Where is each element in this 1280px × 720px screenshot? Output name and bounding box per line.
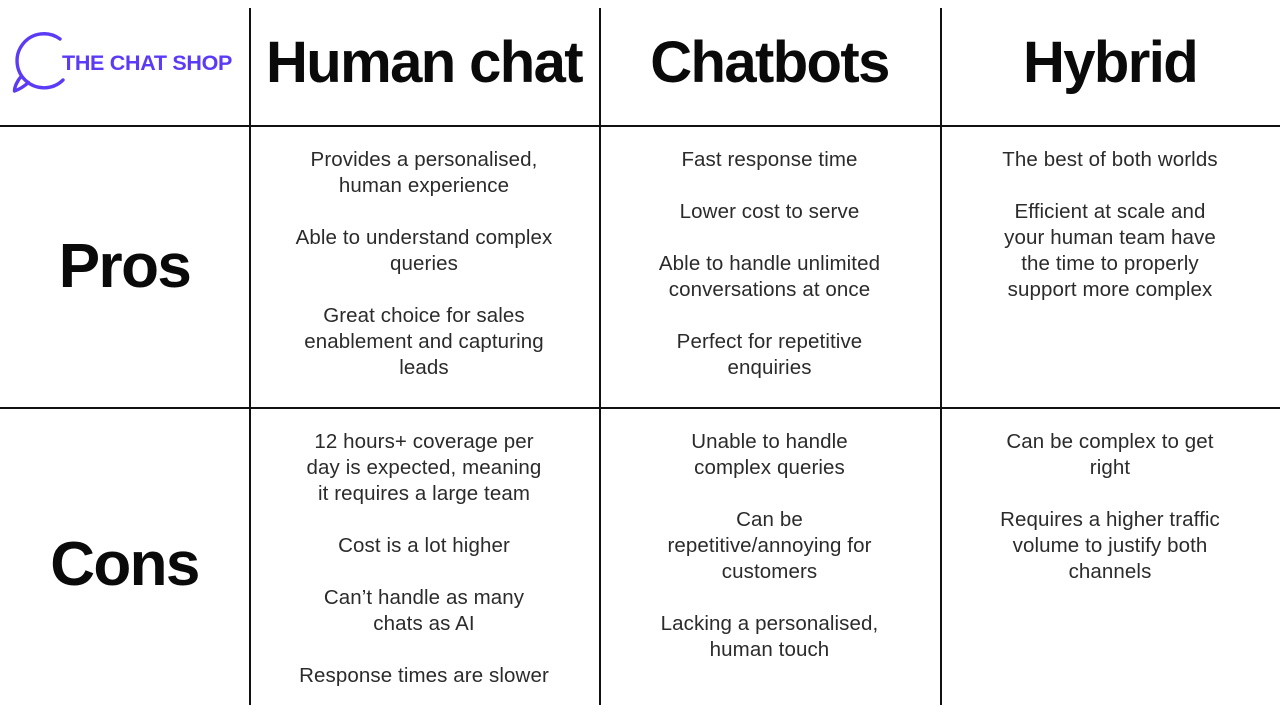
list-item: 12 hours+ coverage per day is expected, … bbox=[306, 430, 542, 505]
header-divider bbox=[0, 125, 1280, 127]
cell-pros-chatbots: Fast response time Lower cost to serve A… bbox=[599, 127, 940, 407]
list-item: Lacking a personalised, human touch bbox=[660, 612, 879, 661]
list-item: Able to handle unlimited conversations a… bbox=[658, 252, 881, 301]
row-label-pros: Pros bbox=[58, 232, 192, 301]
brand-logo-text: THE CHAT SHOP bbox=[62, 51, 233, 75]
cell-pros-hybrid: The best of both worlds Efficient at sca… bbox=[940, 127, 1280, 407]
cell-cons-human-chat: 12 hours+ coverage per day is expected, … bbox=[249, 409, 599, 720]
list-item: Efficient at scale and your human team h… bbox=[1004, 200, 1216, 301]
list-item: Great choice for sales enablement and ca… bbox=[304, 304, 544, 379]
table-header-row: THE CHAT SHOP Human chat Chatbots Hybrid bbox=[0, 0, 1280, 125]
column-header-chatbots: Chatbots bbox=[650, 29, 890, 95]
list-item: Can be complex to get right bbox=[1006, 430, 1214, 479]
list-item: Fast response time bbox=[681, 148, 858, 171]
column-header-hybrid: Hybrid bbox=[1022, 29, 1199, 95]
column-divider-1 bbox=[249, 8, 251, 705]
column-divider-2 bbox=[599, 8, 601, 705]
pros-cons-divider bbox=[0, 407, 1280, 409]
list-item: Perfect for repetitive enquiries bbox=[676, 330, 863, 379]
list-item: Requires a higher traffic volume to just… bbox=[1000, 508, 1220, 583]
list-item: Can be repetitive/annoying for customers bbox=[667, 508, 872, 583]
list-item: Can’t handle as many chats as AI bbox=[323, 586, 525, 635]
column-divider-3 bbox=[940, 8, 942, 705]
list-item: Able to understand complex queries bbox=[295, 226, 553, 275]
cell-pros-human-chat: Provides a personalised, human experienc… bbox=[249, 127, 599, 407]
column-header-human-chat: Human chat bbox=[266, 29, 584, 95]
list-item: Lower cost to serve bbox=[679, 200, 860, 223]
speech-bubble-icon bbox=[12, 31, 65, 93]
list-item: Provides a personalised, human experienc… bbox=[310, 148, 538, 197]
list-item: Cost is a lot higher bbox=[338, 534, 510, 557]
cell-cons-chatbots: Unable to handle complex queries Can be … bbox=[599, 409, 940, 720]
list-item: Unable to handle complex queries bbox=[691, 430, 848, 479]
row-label-cons: Cons bbox=[50, 529, 200, 599]
cell-cons-hybrid: Can be complex to get right Requires a h… bbox=[940, 409, 1280, 720]
list-item: The best of both worlds bbox=[1002, 148, 1218, 171]
brand-logo: THE CHAT SHOP bbox=[0, 0, 249, 125]
list-item: Response times are slower bbox=[299, 664, 549, 687]
